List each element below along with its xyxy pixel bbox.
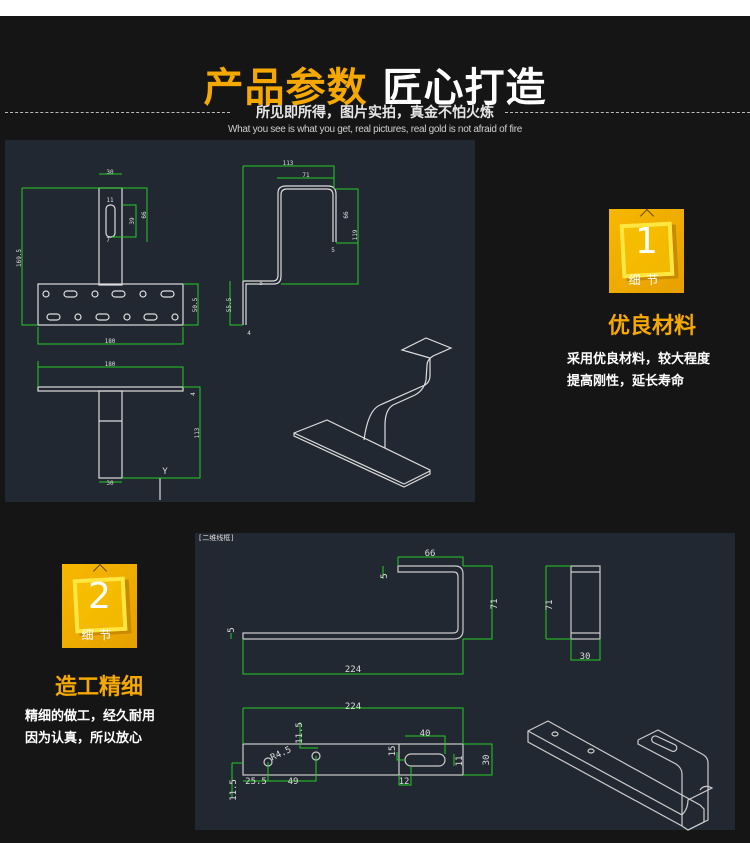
dim-label: 50.5 [192,297,199,312]
dim-label: 66 [425,549,436,559]
plate-holes [42,290,179,321]
dim-label: 71 [302,172,310,179]
dim-label: 30 [482,755,492,766]
dim-label: 113 [283,160,294,167]
title-highlight: 产品参数 [203,65,368,111]
dim-label: 11.5 [295,722,305,744]
dim-label: 113 [194,427,201,438]
dim-label: 5 [380,573,390,578]
title-rest: 匠心打造 [382,65,547,111]
badge-number: 1 [635,221,658,262]
dim-label: 180 [105,338,116,345]
dim-label: 66 [141,211,148,219]
desc-line: 因为认真，所以放心 [25,731,143,746]
feature-title: 造工精细 [54,675,143,700]
dim-label: 71 [490,599,500,610]
dim-label: 49 [288,777,299,787]
drawing2-parts [242,565,714,831]
dim-label: 5 [259,280,263,287]
dim-label: 119 [352,229,359,240]
dim-label: 11 [455,756,465,767]
subtitle-en: What you see is what you get, real pictu… [227,124,523,135]
dim-label: 11.5 [229,779,239,801]
feature-title: 优良材料 [607,314,696,339]
desc-line: 提高刚性，延长寿命 [567,374,685,389]
subtitle: 所见即所得，图片实拍，真金不怕火炼 [256,105,494,121]
drawing2-dimension-lines [230,556,601,798]
dim-label: 25.5 [245,777,267,787]
badge-number: 2 [88,576,111,617]
dim-label: 71 [545,600,555,611]
divider-left [5,112,230,113]
drawing1-parts [37,185,453,500]
dim-label: 11 [106,197,114,204]
dim-label: 224 [345,702,361,712]
dim-label: 5 [227,627,237,632]
feature-desc: 精细的做工，经久耐用 因为认真，所以放心 [25,706,200,750]
dim-label: 30 [106,480,114,487]
view-label: [二维线框] [198,533,234,542]
dim-label: 30 [580,652,591,662]
drawing2-dimension-labels: 66 5 71 5 224 71 30 224 11.5 R4.5 15 40 … [227,549,590,801]
detail-badge-2: 2 细节 [62,563,137,648]
dim-label: 169.5 [16,249,23,267]
divider-right [505,112,750,113]
drawing-panel-1 [5,140,475,502]
dim-label: 5 [331,247,335,254]
dim-label: 224 [345,665,361,675]
feature-desc: 采用优良材料，较大程度 提高刚性，延长寿命 [567,349,742,393]
dim-label: 55.5 [226,297,233,312]
desc-line: 采用优良材料，较大程度 [567,352,711,367]
badge-label: 细节 [628,273,665,287]
dim-label: 180 [105,361,116,368]
detail-badge-1: 1 细节 [609,208,684,293]
badge-label: 细节 [81,628,118,642]
dim-label: 12 [399,777,410,787]
dim-label: 39 [129,217,136,225]
drawing1-dimension-lines [21,165,359,483]
dim-label: 15 [388,746,398,757]
drawing1-dimension-labels: 30 11 39 66 7 169.5 50.5 180 113 71 66 1… [16,160,359,487]
dim-label: R4.5 [269,745,293,763]
dim-label: 7 [106,237,110,244]
desc-line: 精细的做工，经久耐用 [25,709,156,724]
dim-label: 30 [106,169,114,176]
page-title: 产品参数 匠心打造 [0,55,750,113]
dim-label: 66 [343,211,350,219]
top-strip [0,0,750,16]
dim-label: 4 [190,392,197,396]
axis-label: Y [162,467,168,477]
dim-label: 40 [420,729,431,739]
dim-label: 4 [247,330,251,337]
